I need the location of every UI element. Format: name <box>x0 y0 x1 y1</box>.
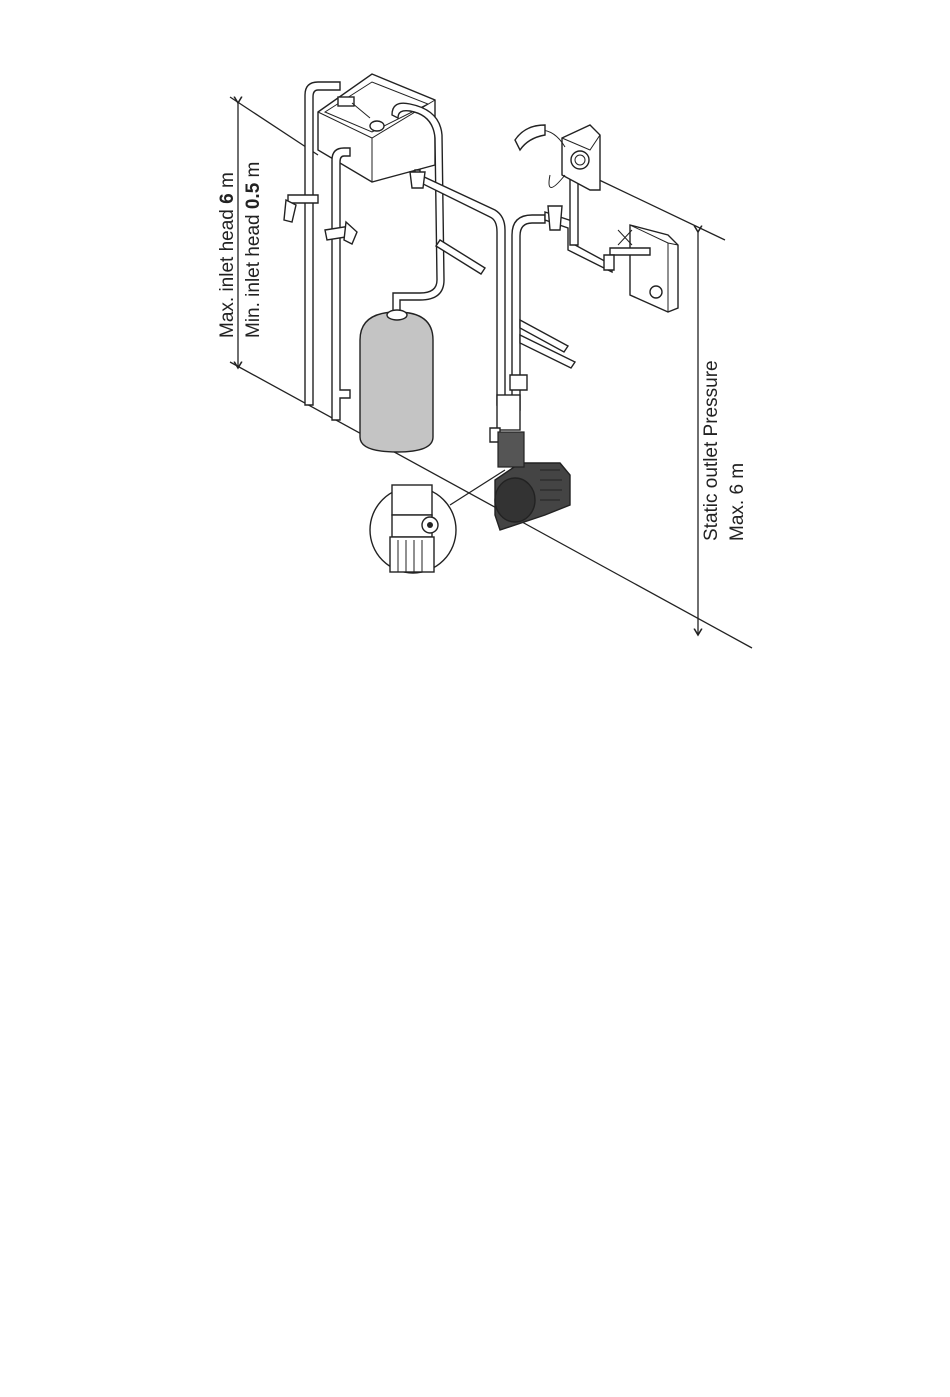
shower-control-knob-icon <box>571 151 589 169</box>
basin-outlet-unit <box>604 225 678 312</box>
outlet-level-line <box>595 178 725 240</box>
valve-detail-callout <box>370 470 505 573</box>
electric-shower-unit <box>515 125 600 190</box>
max-inlet-head-label: Max. inlet head 6 m <box>217 172 239 338</box>
tap-icon <box>344 222 357 244</box>
shower-head-icon <box>515 125 545 150</box>
valve-lever-icon <box>510 375 527 390</box>
booster-pump <box>490 375 570 530</box>
cylinder-body <box>360 312 433 452</box>
hot-water-cylinder <box>360 310 433 452</box>
isolating-valve <box>497 395 520 430</box>
pump-motor <box>495 478 535 522</box>
static-outlet-pressure-label: Static outlet Pressure <box>701 360 723 541</box>
valve-icon <box>410 172 425 188</box>
outlet-max-label: Max. 6 m <box>727 463 749 541</box>
float-valve-icon <box>338 97 354 106</box>
control-knob-icon <box>650 286 662 298</box>
min-inlet-head-label: Min. inlet head 0.5 m <box>243 162 265 338</box>
valve-icon <box>548 206 562 230</box>
